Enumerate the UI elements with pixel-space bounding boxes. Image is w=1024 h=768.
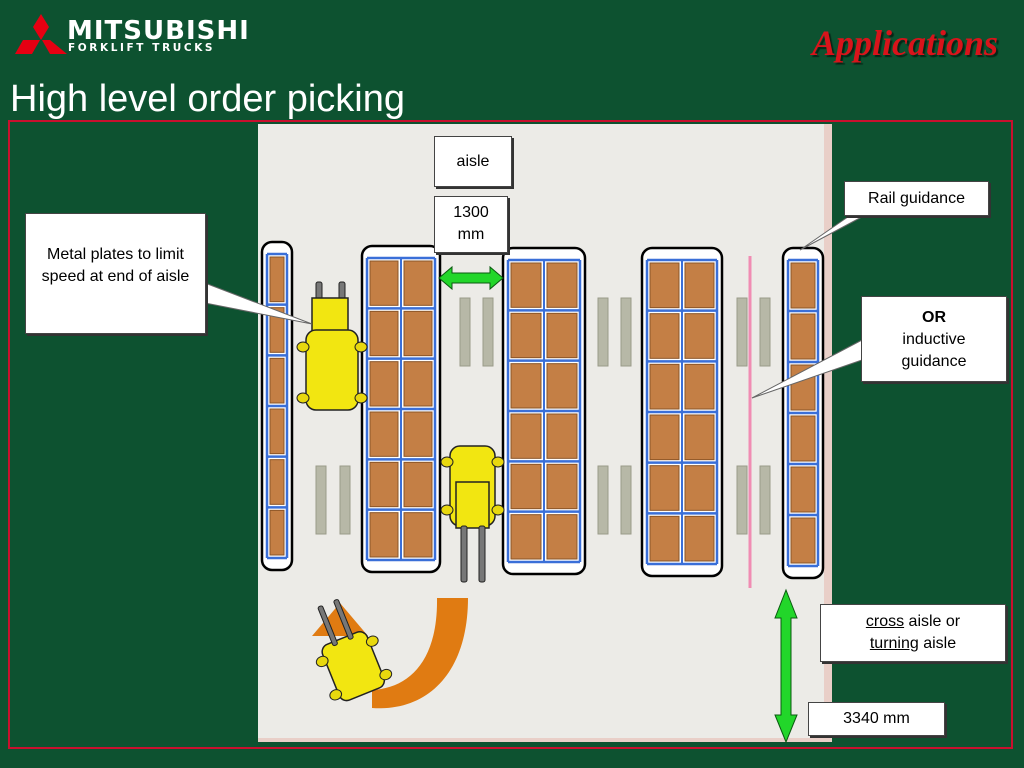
metal-plate xyxy=(759,297,771,367)
brand-name: MITSUBISHI xyxy=(67,16,250,46)
section-title: Applications xyxy=(811,23,998,63)
pallet xyxy=(269,307,285,353)
rail-guidance-label: Rail guidance xyxy=(844,181,989,216)
pallet xyxy=(684,414,715,461)
metal-plate xyxy=(459,297,471,367)
aisle-label: aisle xyxy=(434,136,512,187)
pallet xyxy=(546,363,578,409)
pallet xyxy=(403,260,433,306)
cross-rest: aisle or xyxy=(904,613,961,630)
page-title: High level order picking xyxy=(10,78,405,120)
rack-3 xyxy=(640,246,724,578)
pallet xyxy=(269,256,285,303)
pallet xyxy=(369,260,399,306)
forklift-truck-middle xyxy=(440,445,505,583)
metal-plate xyxy=(315,465,327,535)
cross-word: cross xyxy=(865,613,905,630)
cross-turning-aisle-label: cross aisle or turning aisle xyxy=(820,604,1006,662)
three-diamonds-icon xyxy=(15,14,67,54)
pallet xyxy=(790,517,816,564)
or-text: OR xyxy=(922,309,946,326)
pallet xyxy=(369,461,399,508)
forklift-truck-left xyxy=(296,281,368,411)
pallet xyxy=(546,463,578,510)
pallet xyxy=(790,262,816,309)
pallet xyxy=(403,310,433,357)
metal-plate xyxy=(736,297,748,367)
pallet xyxy=(546,413,578,459)
pallet xyxy=(369,512,399,558)
pallet xyxy=(403,512,433,558)
pallet xyxy=(546,312,578,359)
pallet xyxy=(403,411,433,457)
pallet xyxy=(269,459,285,505)
pallet xyxy=(649,515,680,562)
pallet xyxy=(790,415,816,462)
aisle-width-label: 1300 mm xyxy=(434,196,508,253)
pallet xyxy=(684,262,715,309)
pallet xyxy=(546,514,578,560)
pallet xyxy=(269,408,285,455)
pallet xyxy=(510,514,542,560)
metal-plate xyxy=(339,465,351,535)
pallet xyxy=(790,313,816,360)
pallet xyxy=(684,363,715,410)
metal-plates-label: Metal plates to limit speed at end of ai… xyxy=(25,213,206,334)
content-frame xyxy=(8,120,1013,749)
pallet xyxy=(269,357,285,404)
metal-plate xyxy=(482,297,494,367)
pallet xyxy=(649,313,680,359)
rack-left-edge xyxy=(260,240,294,572)
pallet xyxy=(510,363,542,409)
metal-plate xyxy=(620,465,632,535)
rack-right-edge xyxy=(781,246,825,580)
rack-2 xyxy=(501,246,587,576)
pallet xyxy=(403,461,433,508)
rack-1 xyxy=(360,244,442,574)
floor-edge-bottom xyxy=(258,738,832,742)
pallet xyxy=(369,361,399,407)
cross-aisle-arrow xyxy=(774,588,798,744)
aisle-width-unit: mm xyxy=(457,226,485,243)
floor-edge-right xyxy=(824,124,832,742)
pallet xyxy=(510,463,542,510)
cross-aisle-length-label: 3340 mm xyxy=(808,702,945,736)
pallet xyxy=(369,411,399,457)
mitsubishi-logo xyxy=(15,14,67,54)
pallet xyxy=(403,361,433,407)
pallet xyxy=(649,465,680,511)
pallet xyxy=(649,414,680,461)
pallet xyxy=(649,363,680,410)
forklift-truck-turning xyxy=(315,599,393,702)
pallet xyxy=(546,262,578,308)
pallet xyxy=(649,262,680,309)
turning-word: turning xyxy=(869,635,919,652)
pallet xyxy=(684,465,715,511)
turning-rest: aisle xyxy=(918,635,957,652)
aisle-width-arrow xyxy=(438,265,504,291)
metal-plate xyxy=(597,297,609,367)
metal-plate xyxy=(620,297,632,367)
aisle-width-value: 1300 xyxy=(453,204,489,221)
pallet xyxy=(269,509,285,556)
inductive-guidance-label: OR inductive guidance xyxy=(861,296,1007,382)
brand-subtitle: FORKLIFT TRUCKS xyxy=(68,42,216,54)
pallet xyxy=(684,313,715,359)
inductive-guidance-text: inductive guidance xyxy=(901,331,967,370)
metal-plate xyxy=(597,465,609,535)
pallet xyxy=(790,466,816,513)
pallet xyxy=(510,262,542,308)
pallet xyxy=(684,515,715,562)
metal-plate xyxy=(759,465,771,535)
pallet xyxy=(369,310,399,357)
pallet xyxy=(510,312,542,359)
pallet xyxy=(510,413,542,459)
metal-plate xyxy=(736,465,748,535)
